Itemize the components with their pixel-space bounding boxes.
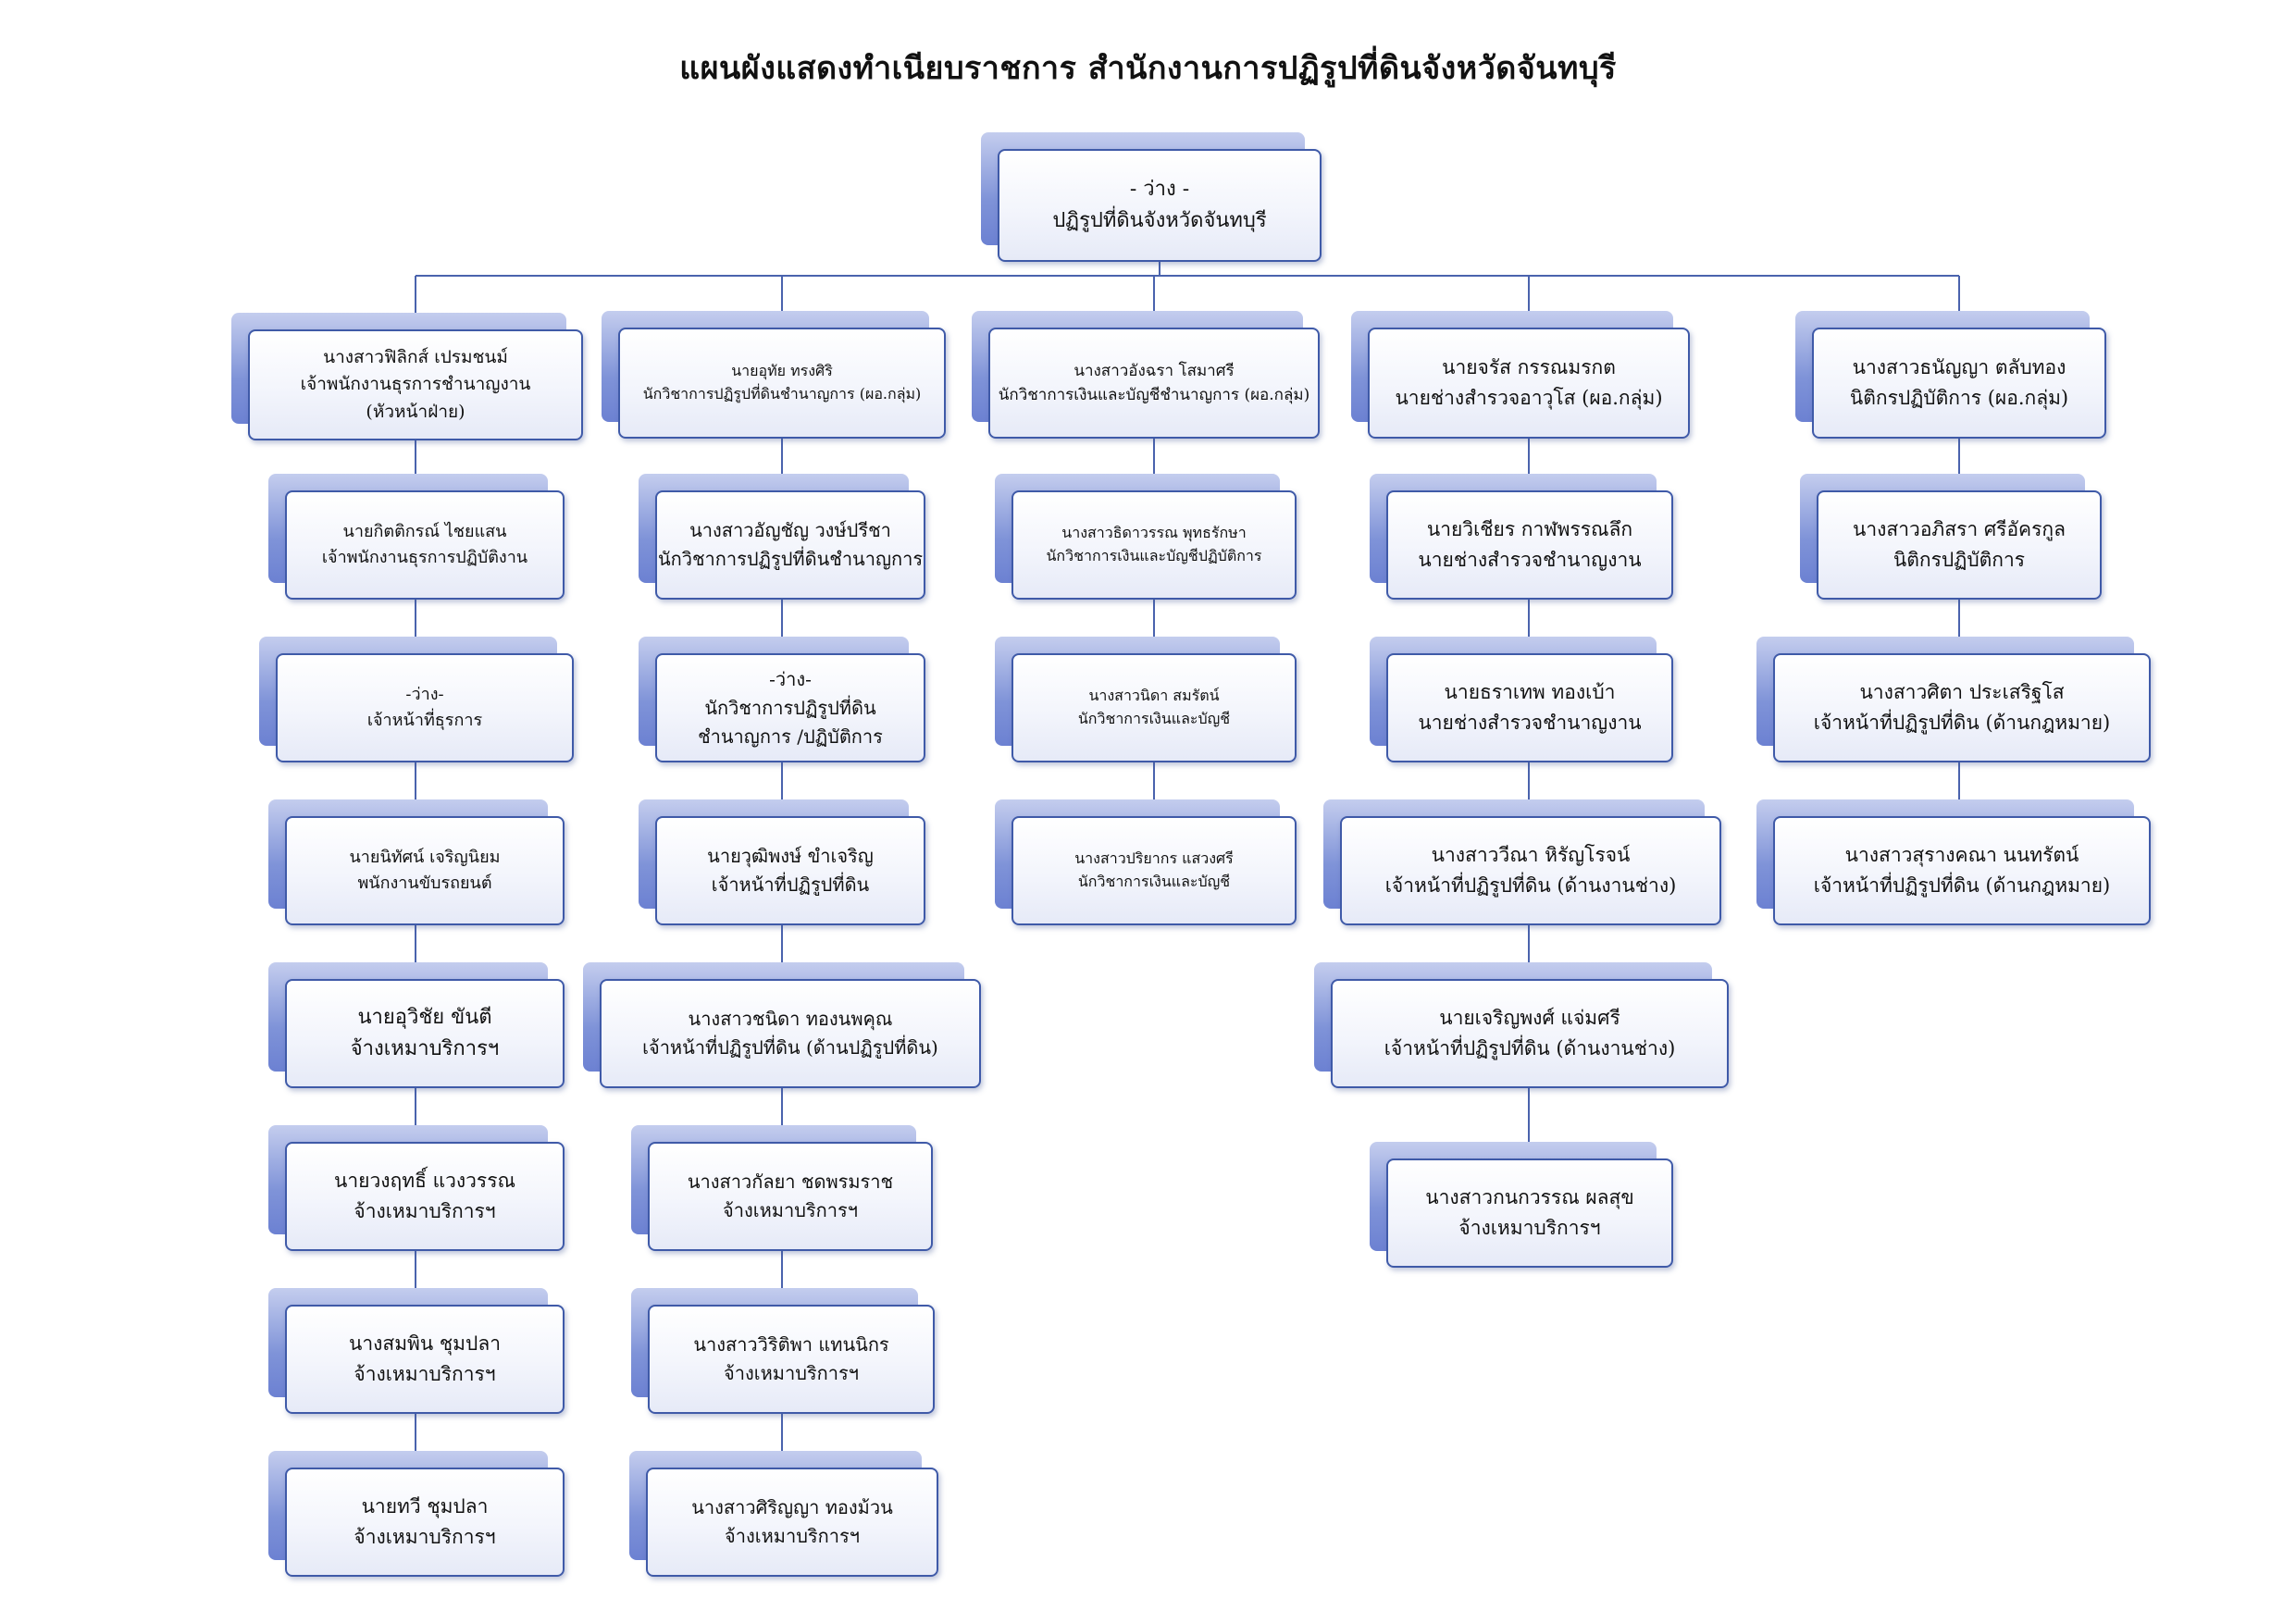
member-position: เจ้าหน้าที่ปฏิรูปที่ดิน [711,873,870,896]
member-name: นางสมพิน ชุมปลา [348,1332,502,1356]
member-name: นายอุวิชัย ขันตี [357,1005,492,1029]
member-name: นายวงฤทธิ์ แวงวรรณ [334,1170,515,1193]
chart-title: แผนผังแสดงทำเนียบราชการ สำนักงานการปฏิรู… [679,50,1617,87]
member-position: จ้างเหมาบริการฯ [350,1037,500,1060]
member-position: เจ้าหน้าที่ปฏิรูปที่ดิน (ด้านปฏิรูปที่ดิ… [642,1036,938,1059]
member-position-line2: (หัวหน้าฝ่าย) [366,401,465,422]
member-name: นางสาวอัญชัญ วงษ์ปรีชา [689,519,891,541]
member-position: นักวิชาการเงินและบัญชีชำนาญการ (ผอ.กลุ่ม… [998,386,1310,404]
member-position: จ้างเหมาบริการฯ [354,1363,496,1385]
member-name: นางสาววีณา หิรัญโรจน์ [1431,844,1631,867]
member-position: นักวิชาการเงินและบัญชี [1077,873,1231,890]
member-name: นางสาวธนัญญา ตลับทอง [1852,356,2066,379]
member-position: นายช่างสำรวจชำนาญงาน [1418,549,1642,571]
member-name: นายเจริญพงศ์ แจ่มศรี [1439,1007,1620,1030]
member-position-line2: ชำนาญการ /ปฏิบัติการ [698,725,883,748]
member-position: จ้างเหมาบริการฯ [725,1525,860,1547]
member-name: นายกิตติกรณ์ ไชยแสน [342,522,507,542]
member-name: นางสาวสุรางคณา นนทรัตน์ [1844,844,2079,867]
member-position: จ้างเหมาบริการฯ [354,1200,496,1222]
member-name: นางสาวปริยากร แสวงศรี [1074,849,1234,868]
member-position: จ้างเหมาบริการฯ [724,1362,859,1384]
head-position: ปฏิรูปที่ดินจังหวัดจันทบุรี [1052,209,1267,232]
member-position: เจ้าพนักงานธุรการปฏิบัติงาน [321,548,528,567]
member-position: จ้างเหมาบริการฯ [354,1526,496,1548]
member-position: นักวิชาการปฏิรูปที่ดินชำนาญการ (ผอ.กลุ่ม… [642,385,922,403]
member-name: นางสาวชนิดา ทองนพคุณ [688,1008,893,1030]
member-position: นายช่างสำรวจอาวุโส (ผอ.กลุ่ม) [1395,387,1663,409]
member-position: จ้างเหมาบริการฯ [723,1199,858,1221]
member-position: พนักงานขับรถยนต์ [357,873,492,893]
member-position: เจ้าพนักงานธุรการชำนาญงาน [300,374,531,395]
member-position: เจ้าหน้าที่ปฏิรูปที่ดิน (ด้านงานช่าง) [1384,1037,1676,1059]
member-name: นางสาวอภิสรา ศรีอัครกูล [1853,518,2066,541]
member-position: นักวิชาการเงินและบัญชี [1077,710,1231,727]
member-position: นิติกรปฏิบัติการ (ผอ.กลุ่ม) [1849,387,2069,409]
member-name: -ว่าง- [769,667,812,690]
member-name: นางสาวฟิลิกส์ เปรมชนม์ [323,346,508,367]
member-position: นักวิชาการเงินและบัญชีปฏิบัติการ [1046,547,1262,564]
member-position: นายช่างสำรวจชำนาญงาน [1418,712,1642,734]
member-name: นายวิเชียร กาฬพรรณลึก [1426,518,1633,541]
member-name: นางสาวนิดา สมรัตน์ [1088,687,1220,705]
member-name: นางสาวศิตา ประเสริฐโส [1859,681,2065,704]
member-name: นางสาววิริติพา แทนนิกร [693,1333,889,1356]
member-name: นายทวี ชุมปลา [361,1495,489,1518]
member-name: นางสาวกนกวรรณ ผลสุข [1425,1186,1634,1209]
member-name: นายธราเทพ ทองเบ้า [1444,681,1616,704]
head-name: - ว่าง - [1129,177,1190,201]
member-position: เจ้าหน้าที่ปฏิรูปที่ดิน (ด้านกฎหมาย) [1813,712,2111,734]
member-name: นางสาวธิดาวรรณ พุทธรักษา [1061,524,1247,542]
member-name: นางสาวกัลยา ชดพรมราช [687,1171,894,1193]
member-name: นางสาวศิริญญา ทองม้วน [691,1496,893,1518]
member-name: นางสาวอังฉรา โสมาศรี [1074,361,1235,380]
member-name: -ว่าง- [405,685,444,705]
member-position: นักวิชาการปฏิรูปที่ดิน [704,696,876,719]
member-position: นิติกรปฏิบัติการ [1893,549,2026,571]
member-name: นายวุฒิพงษ์ ขำเจริญ [707,845,874,867]
member-name: นายอุทัย ทรงศิริ [731,362,833,380]
member-position: นักวิชาการปฏิรูปที่ดินชำนาญการ [657,548,924,570]
member-position: จ้างเหมาบริการฯ [1458,1217,1601,1239]
member-position: เจ้าหน้าที่ปฏิรูปที่ดิน (ด้านกฎหมาย) [1813,874,2111,897]
member-position: เจ้าหน้าที่ธุรการ [366,711,483,730]
member-position: เจ้าหน้าที่ปฏิรูปที่ดิน (ด้านงานช่าง) [1384,874,1677,897]
member-name: นายนิทัศน์ เจริญนิยม [349,848,501,868]
member-name: นายจรัส กรรณมรกต [1442,356,1616,379]
